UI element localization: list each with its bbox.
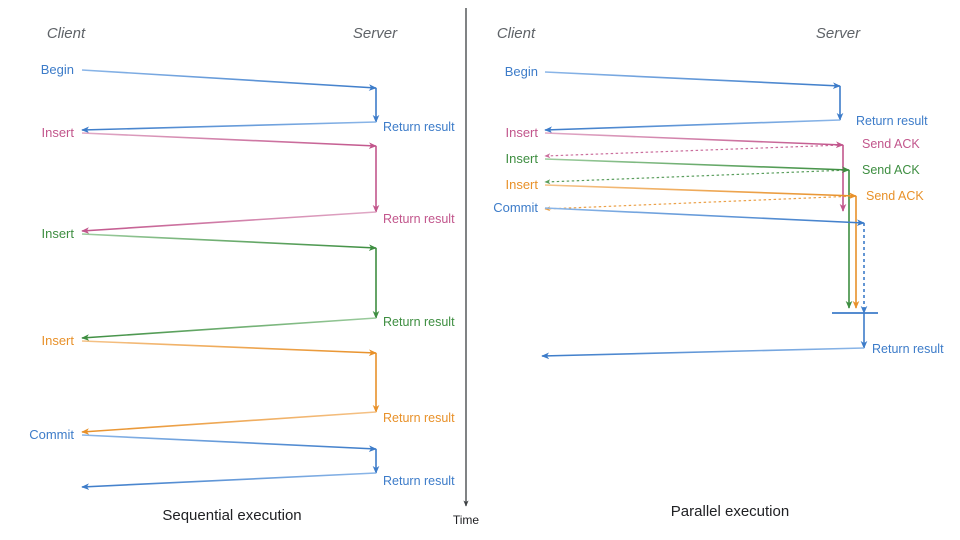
sequential-request-label: Insert bbox=[41, 333, 74, 348]
parallel-response-arrow bbox=[544, 169, 850, 185]
parallel-result-label: Send ACK bbox=[862, 163, 920, 177]
sequential-response-arrow bbox=[81, 317, 377, 341]
sequential-result-label: Return result bbox=[383, 315, 455, 329]
parallel-caption: Parallel execution bbox=[671, 503, 789, 520]
sequential-result-label: Return result bbox=[383, 120, 455, 134]
sequential-caption: Sequential execution bbox=[162, 507, 301, 524]
parallel-request-arrow bbox=[544, 132, 844, 149]
sequential-response-arrow bbox=[81, 411, 377, 435]
parallel-request-label: Commit bbox=[493, 200, 538, 215]
parallel-client-header: Client bbox=[497, 25, 536, 42]
sequential-result-label: Return result bbox=[383, 474, 455, 488]
parallel-request-arrow bbox=[544, 71, 841, 89]
parallel-response-arrow bbox=[544, 144, 844, 159]
parallel-result-label: Send ACK bbox=[862, 137, 920, 151]
parallel-result-label: Return result bbox=[856, 114, 928, 128]
sequential-server-header: Server bbox=[353, 25, 398, 42]
sequential-result-label: Return result bbox=[383, 212, 455, 226]
sequential-request-arrow bbox=[81, 233, 377, 251]
sequential-request-label: Insert bbox=[41, 125, 74, 140]
sequential-request-label: Commit bbox=[29, 427, 74, 442]
sequential-request-arrow bbox=[81, 132, 377, 150]
sequential-request-arrow bbox=[81, 69, 377, 91]
parallel-request-arrow bbox=[544, 184, 857, 200]
parallel-request-arrow bbox=[544, 207, 865, 226]
parallel-final-return-arrow bbox=[541, 347, 865, 360]
parallel-response-arrow bbox=[544, 119, 841, 134]
parallel-server-header: Server bbox=[816, 25, 861, 42]
sequential-result-label: Return result bbox=[383, 411, 455, 425]
sequential-request-arrow bbox=[81, 434, 377, 452]
parallel-request-label: Insert bbox=[505, 151, 538, 166]
parallel-request-label: Insert bbox=[505, 125, 538, 140]
parallel-request-arrow bbox=[544, 158, 850, 174]
time-axis-label: Time bbox=[453, 513, 480, 527]
parallel-response-arrow bbox=[544, 195, 857, 212]
parallel-request-label: Begin bbox=[505, 64, 538, 79]
parallel-request-label: Insert bbox=[505, 177, 538, 192]
sequential-client-header: Client bbox=[47, 25, 86, 42]
sequential-request-arrow bbox=[81, 340, 377, 357]
sequential-request-label: Insert bbox=[41, 226, 74, 241]
sequential-response-arrow bbox=[81, 472, 377, 490]
sequential-request-label: Begin bbox=[41, 62, 74, 77]
parallel-result-label: Return result bbox=[872, 342, 944, 356]
sequential-response-arrow bbox=[81, 121, 377, 134]
sequential-response-arrow bbox=[81, 211, 377, 234]
parallel-result-label: Send ACK bbox=[866, 189, 924, 203]
